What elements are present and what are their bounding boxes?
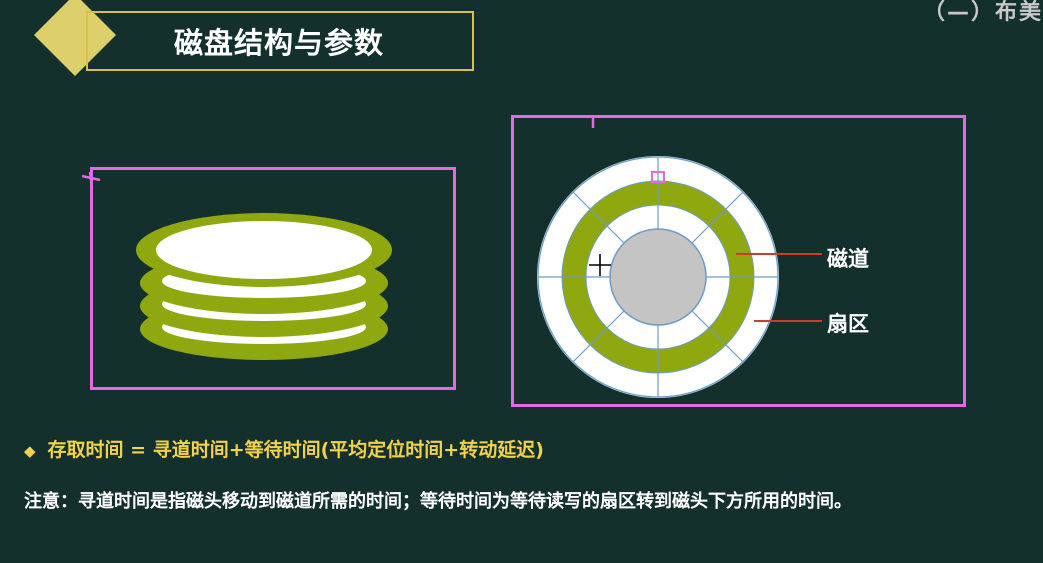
diamond-bullet-icon: ◆ [24,442,36,460]
disk-surface-frame [511,115,966,407]
corner-text: （—）布美 [922,0,1043,25]
track-label: 磁道 [827,247,869,271]
platter-stack-frame [90,167,456,390]
slide-title: 磁盘结构与参数 [174,26,385,60]
title-bar [86,11,474,71]
platter-stack-diagram [136,213,392,360]
note-paragraph: 注意：寻道时间是指磁头移动到磁道所需的时间；等待时间为等待读写的扇区转到磁头下方… [24,491,852,512]
cursor-mark-icon [81,117,595,189]
read-head-marker-icon [651,171,665,183]
disk-surface-diagram [537,156,822,398]
access-time-text: 存取时间 = 寻道时间+等待时间(平均定位时间+转动延迟) [47,439,544,461]
sector-divider-lines [538,157,778,397]
access-time-formula: ◆ 存取时间 = 寻道时间+等待时间(平均定位时间+转动延迟) [24,435,544,462]
spindle-hub [609,228,707,326]
sector-label: 扇区 [827,312,869,336]
platter-1-core [156,221,372,279]
crosshair-cursor-icon [589,254,611,276]
